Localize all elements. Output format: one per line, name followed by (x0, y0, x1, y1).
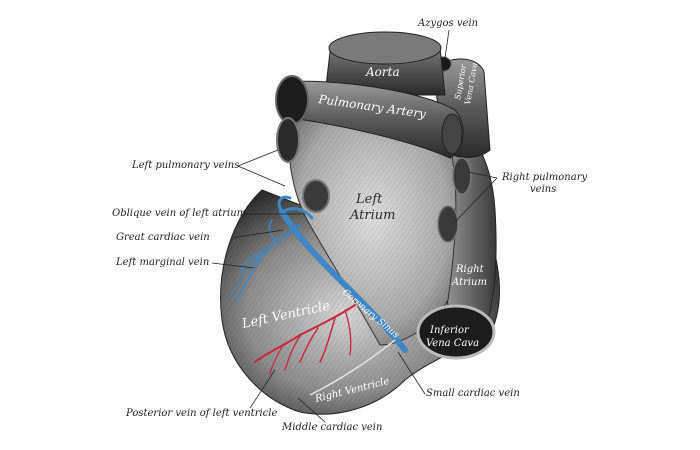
right-pulmonary-vein-upper (452, 157, 472, 195)
posterior-vein-callout: Posterior vein of left ventricle (126, 408, 278, 419)
inferior-vena-cava-label-line2: Vena Cava (426, 338, 479, 349)
left-pulmonary-veins-callout: Left pulmonary veins (132, 160, 240, 171)
pulmonary-artery (284, 80, 464, 159)
great-cardiac-vein-callout: Great cardiac vein (116, 232, 210, 243)
oblique-vein (280, 207, 314, 220)
small-cardiac-vein-callout: Small cardiac vein (426, 388, 520, 399)
right-pulmonary-veins-callout-line1: Right pulmonary (502, 172, 588, 183)
inferior-vena-cava (416, 304, 496, 360)
right-pulmonary-veins-callout-line2: veins (530, 184, 557, 195)
great-cardiac-vein (277, 195, 292, 214)
coronary-sinus (279, 209, 408, 353)
right-atrium-label-line2: Atrium (451, 277, 487, 288)
leader-lines (211, 29, 498, 423)
right-pulmonary-vein-lower (437, 205, 459, 243)
left-pulmonary-vein-lower (302, 179, 330, 213)
oblique-vein-callout: Oblique vein of left atrium (112, 208, 247, 219)
right-atrium-label-line1: Right (455, 264, 485, 275)
middle-cardiac-vein-callout: Middle cardiac vein (282, 422, 383, 433)
coronary-arteries (254, 304, 356, 375)
inferior-vena-cava-label-line1: Inferior (429, 325, 470, 336)
pulmonary-artery-opening (275, 75, 309, 125)
azygos-vein-callout: Azygos vein (418, 18, 479, 29)
left-atrium-label-line1: Left (355, 192, 383, 207)
left-atrium-label-line2: Atrium (349, 208, 395, 223)
left-marginal-vein-callout: Left marginal vein (116, 257, 210, 268)
aorta-label: Aorta (365, 65, 400, 79)
cardiac-veins (231, 195, 408, 353)
left-pulmonary-vein-upper (276, 117, 300, 163)
